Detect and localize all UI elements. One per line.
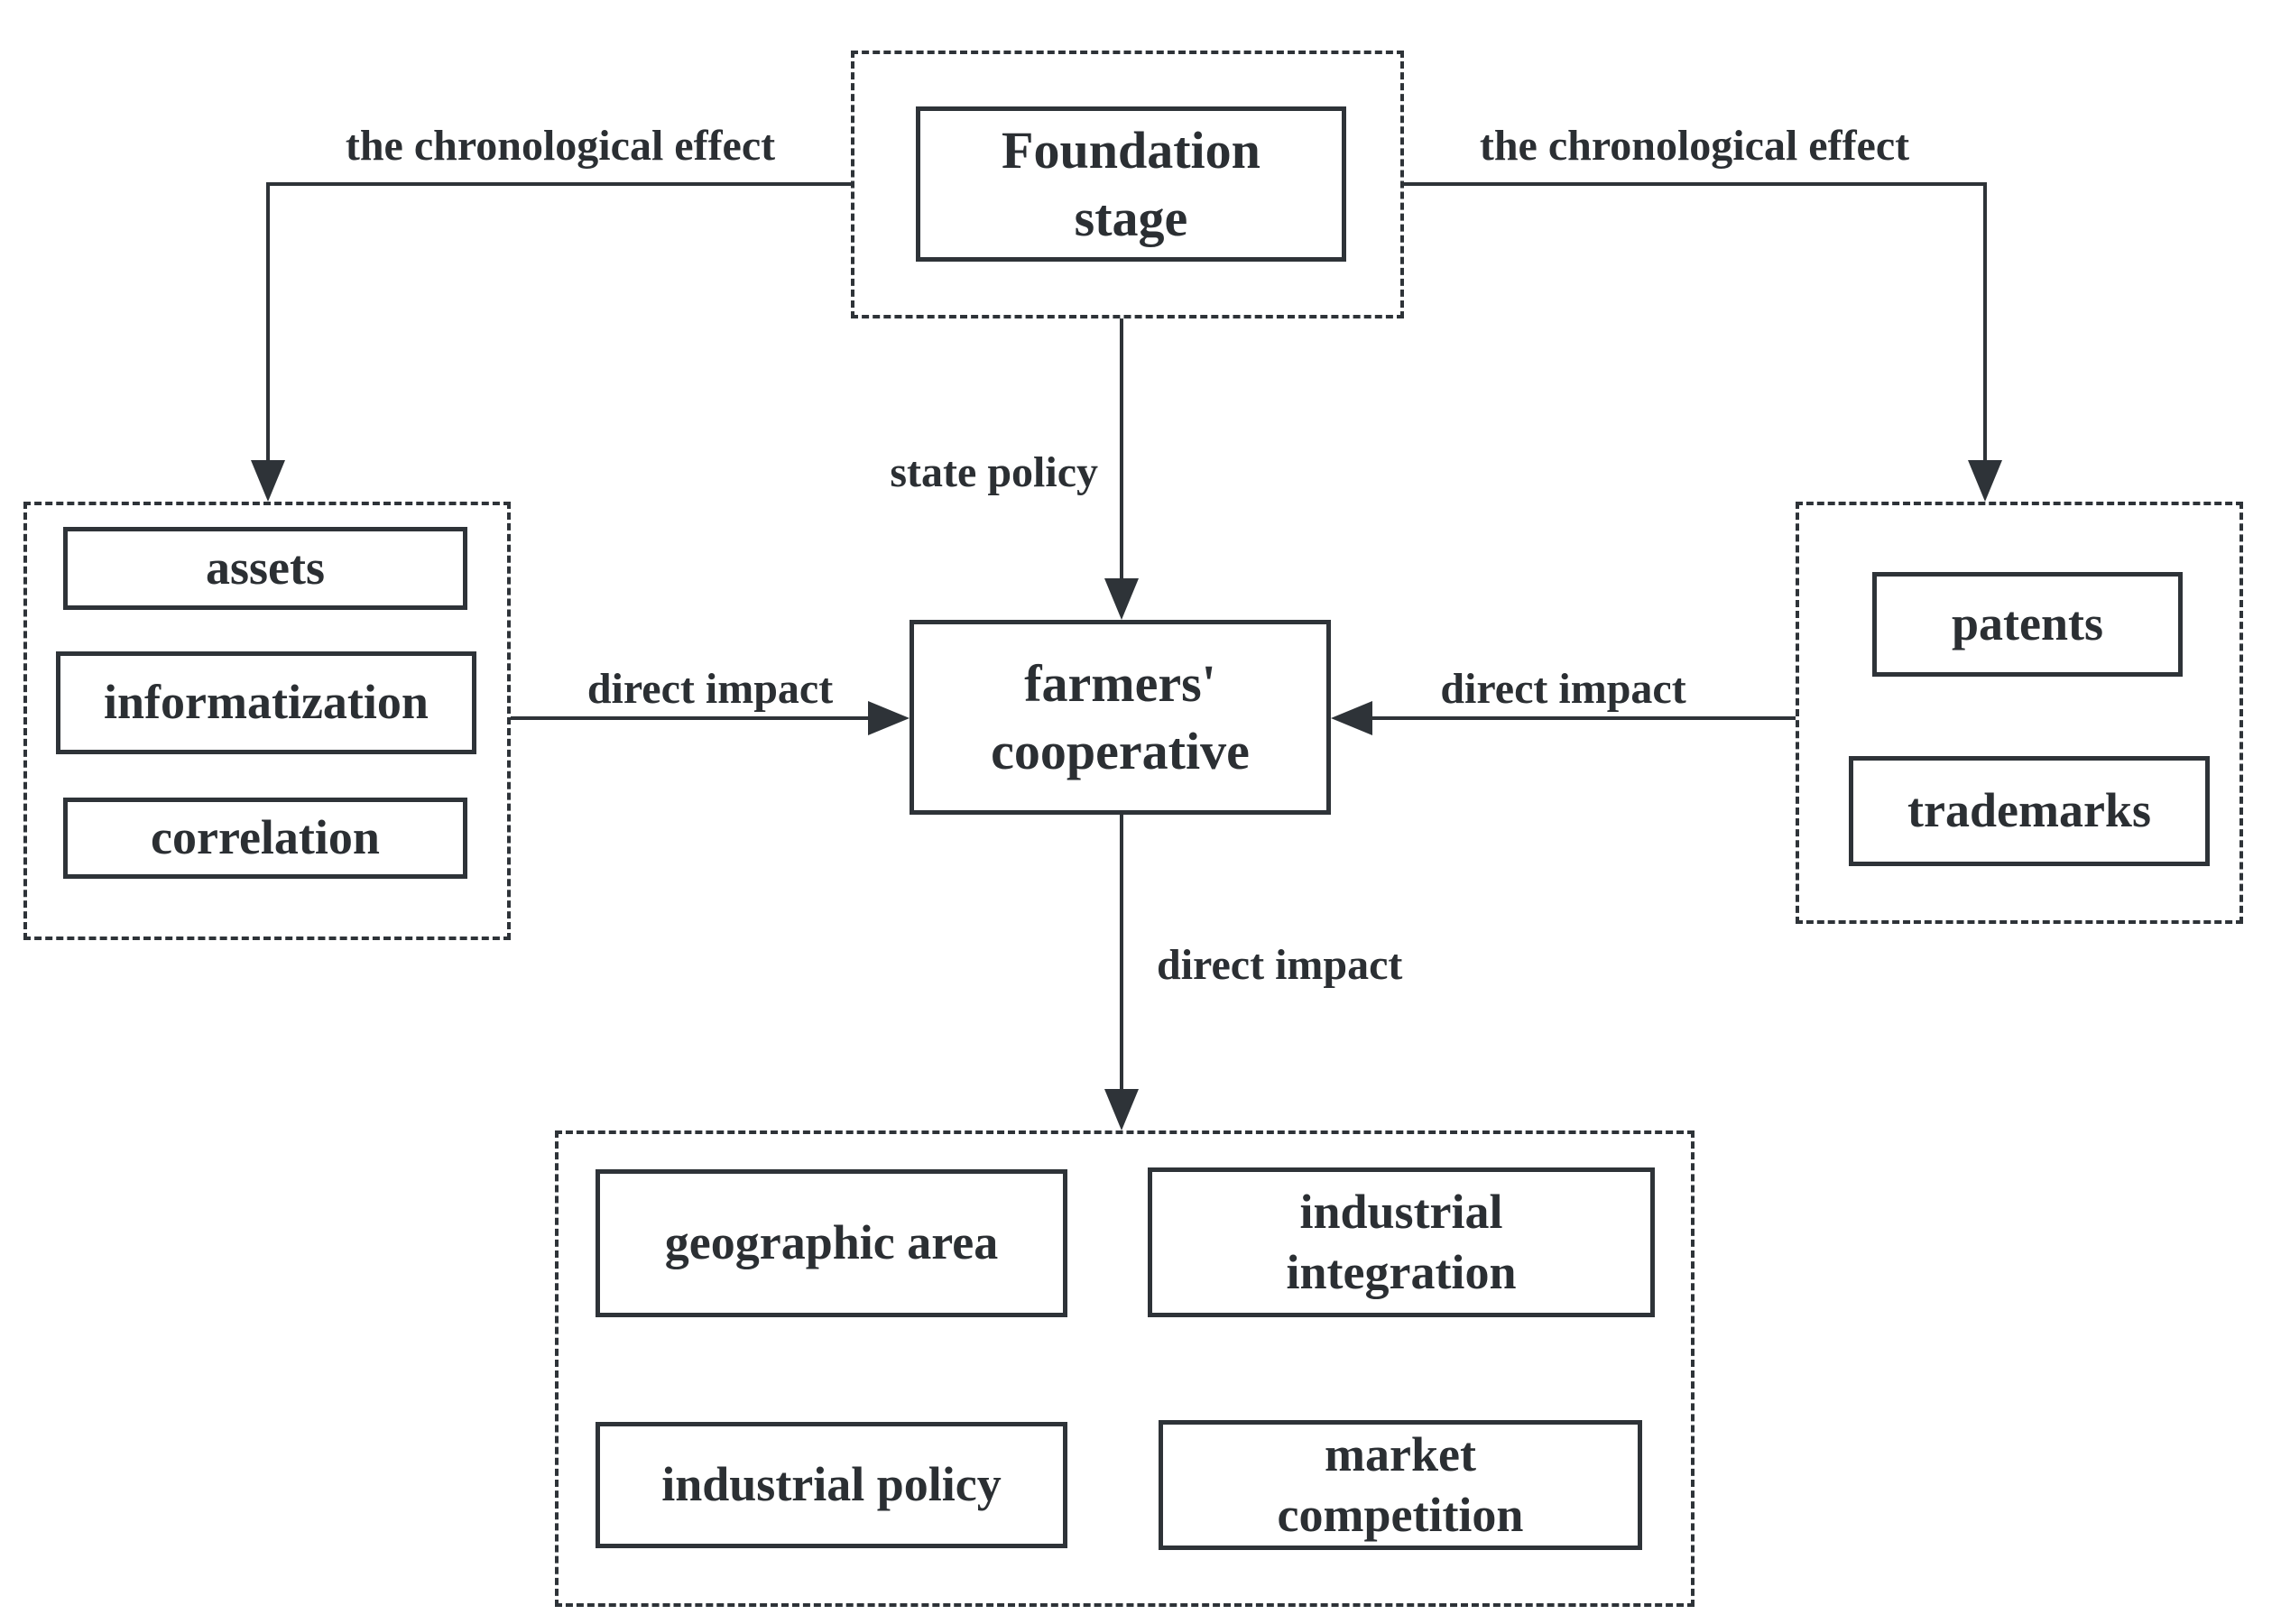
left-direct-impact-label: direct impact	[586, 665, 834, 713]
node-assets-label: assets	[206, 540, 325, 595]
node-industrial-policy: industrial policy	[596, 1422, 1067, 1548]
right-factors-group	[1796, 502, 2243, 924]
node-trademarks-label: trademarks	[1907, 783, 2151, 838]
left-chronological-line-horizontal	[266, 182, 853, 186]
bottom-factors-group	[555, 1130, 1695, 1607]
left-direct-impact-line	[511, 716, 872, 720]
node-foundation-stage: Foundation stage	[916, 106, 1346, 262]
node-foundation-stage-line1: Foundation	[1002, 120, 1261, 180]
node-assets: assets	[63, 527, 467, 610]
right-chronological-label: the chronological effect	[1479, 122, 1910, 170]
node-correlation: correlation	[63, 798, 467, 879]
bottom-direct-impact-line	[1120, 815, 1123, 1091]
right-direct-impact-label: direct impact	[1440, 665, 1686, 713]
left-factors-group	[23, 502, 511, 940]
state-policy-line	[1120, 318, 1123, 580]
node-trademarks: trademarks	[1849, 756, 2210, 866]
node-geographic-area: geographic area	[596, 1169, 1067, 1317]
state-policy-label: state policy	[890, 448, 1098, 496]
node-geographic-area-label: geographic area	[664, 1215, 999, 1270]
node-correlation-label: correlation	[151, 810, 380, 865]
node-industrial-integration-line2: integration	[1286, 1245, 1517, 1299]
state-policy-arrowhead-icon	[1104, 578, 1139, 620]
left-chronological-line-vertical	[266, 182, 270, 464]
bottom-direct-impact-label: direct impact	[1157, 941, 1403, 989]
node-farmers-cooperative-line1: farmers'	[1024, 653, 1216, 713]
node-patents-label: patents	[1951, 596, 2103, 651]
right-chronological-line-vertical	[1983, 182, 1987, 464]
node-market-competition-line2: competition	[1277, 1488, 1524, 1542]
node-market-competition-line1: market	[1325, 1426, 1476, 1481]
node-industrial-integration: industrial integration	[1148, 1167, 1655, 1317]
right-direct-impact-line	[1371, 716, 1796, 720]
right-chronological-arrowhead-icon	[1968, 460, 2002, 502]
bottom-direct-impact-arrowhead-icon	[1104, 1089, 1139, 1130]
node-farmers-cooperative-line2: cooperative	[991, 722, 1250, 780]
node-market-competition: market competition	[1159, 1420, 1642, 1550]
node-patents: patents	[1872, 572, 2183, 677]
left-chronological-label: the chronological effect	[345, 122, 776, 170]
right-direct-impact-arrowhead-icon	[1331, 701, 1372, 735]
node-industrial-policy-label: industrial policy	[661, 1457, 1002, 1512]
node-farmers-cooperative: farmers' cooperative	[910, 620, 1331, 815]
right-chronological-line-horizontal	[1402, 182, 1987, 186]
node-informatization: informatization	[56, 651, 476, 754]
node-foundation-stage-line2: stage	[1074, 189, 1188, 247]
node-industrial-integration-line1: industrial	[1299, 1184, 1503, 1239]
left-direct-impact-arrowhead-icon	[868, 701, 910, 735]
node-informatization-label: informatization	[104, 675, 429, 730]
left-chronological-arrowhead-icon	[251, 460, 285, 502]
